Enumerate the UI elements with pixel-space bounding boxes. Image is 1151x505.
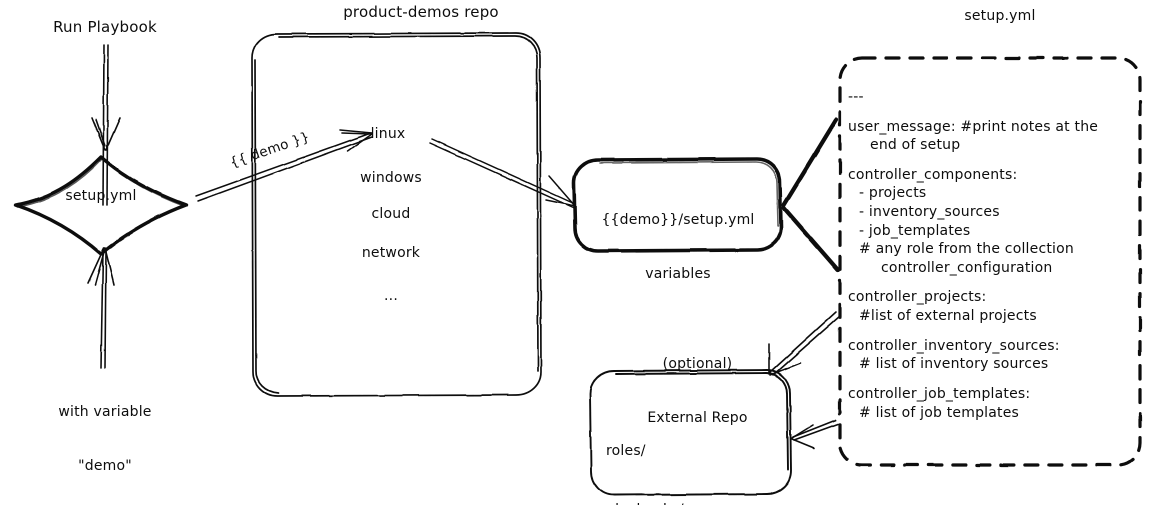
connector-panel-to-vars bbox=[781, 117, 841, 273]
external-repo-item-playbooks: playbooks/ bbox=[606, 501, 776, 505]
external-repo-title-line2: External Repo bbox=[647, 409, 748, 426]
external-repo-contents: roles/ playbooks/ .... bbox=[606, 402, 776, 505]
panel-block-controller-components: controller_components: - projects - invent… bbox=[848, 166, 1138, 278]
external-repo-title: (optional) External Repo bbox=[610, 320, 785, 463]
product-demos-repo-box bbox=[251, 32, 542, 397]
repo-item-ellipsis: ... bbox=[384, 288, 398, 304]
vars-box bbox=[572, 157, 783, 253]
panel-line: # any role from the collection bbox=[859, 241, 1074, 258]
panel-line: controller_components: bbox=[848, 166, 1018, 183]
arrow-demo-to-linux bbox=[195, 129, 373, 202]
panel-block-controller-job-templates: controller_job_templates: # list of job t… bbox=[848, 385, 1138, 422]
setup-yml-diamond-shape-overdraw bbox=[17, 158, 185, 208]
panel-line: controller_inventory_sources: bbox=[848, 337, 1060, 354]
panel-line: controller_configuration bbox=[881, 259, 1053, 276]
repo-item-cloud: cloud bbox=[371, 206, 411, 222]
setup-yml-diamond-label: setup.yml bbox=[65, 188, 137, 204]
arrow-projects-to-external-repo bbox=[768, 311, 841, 376]
panel-block-controller-projects: controller_projects: #list of external pr… bbox=[848, 288, 1138, 325]
panel-line: #list of external projects bbox=[859, 308, 1037, 325]
arrow-linux-to-vars bbox=[429, 138, 576, 209]
setup-yml-panel-dashed-box bbox=[838, 56, 1142, 467]
with-variable-label: with variable "demo" bbox=[25, 368, 185, 505]
panel-block-user-message: user_message: #print notes at the end of … bbox=[848, 118, 1138, 155]
setup-yml-panel-title: setup.yml bbox=[964, 8, 1036, 24]
panel-line: controller_projects: bbox=[848, 289, 987, 306]
panel-line: --- bbox=[848, 89, 864, 105]
panel-line: end of setup bbox=[870, 137, 961, 154]
arrow-run-playbook bbox=[91, 44, 121, 206]
arrow-with-variable bbox=[87, 247, 115, 369]
with-variable-line1: with variable bbox=[58, 403, 152, 420]
setup-yml-diamond-shape bbox=[14, 155, 188, 256]
repo-item-network: network bbox=[361, 245, 421, 261]
panel-block-doc-start: --- bbox=[848, 88, 1138, 107]
connector-panel-to-vars-overdraw bbox=[785, 210, 837, 269]
panel-line: # list of job templates bbox=[859, 404, 1020, 421]
repo-item-windows: windows bbox=[360, 170, 422, 186]
panel-block-controller-inventory-sources: controller_inventory_sources: # list of i… bbox=[848, 337, 1138, 374]
external-repo-title-line1: (optional) bbox=[662, 355, 733, 372]
panel-line: # list of inventory sources bbox=[859, 356, 1049, 373]
vars-box-overdraw bbox=[599, 161, 779, 227]
repo-item-linux: linux bbox=[370, 126, 406, 142]
panel-line: - inventory_sources bbox=[859, 204, 1000, 221]
external-repo-box bbox=[589, 369, 792, 496]
panel-line: - job_templates bbox=[859, 222, 971, 239]
vars-box-label: {{demo}}/setup.yml variables bbox=[578, 176, 778, 319]
panel-line: controller_job_templates: bbox=[848, 385, 1031, 402]
external-repo-item-roles: roles/ bbox=[606, 442, 646, 459]
panel-line: - projects bbox=[859, 185, 927, 202]
vars-box-line2: variables bbox=[645, 265, 711, 282]
panel-line: user_message: #print notes at the bbox=[848, 118, 1099, 135]
run-playbook-label: Run Playbook bbox=[53, 18, 157, 36]
product-demos-repo-title: product-demos repo bbox=[343, 3, 499, 21]
setup-yml-panel-body: --- user_message: #print notes at the end … bbox=[848, 88, 1138, 422]
arrow-job-templates-to-external-repo bbox=[791, 419, 839, 449]
with-variable-line2: "demo" bbox=[78, 457, 132, 474]
vars-box-line1: {{demo}}/setup.yml bbox=[601, 211, 755, 228]
